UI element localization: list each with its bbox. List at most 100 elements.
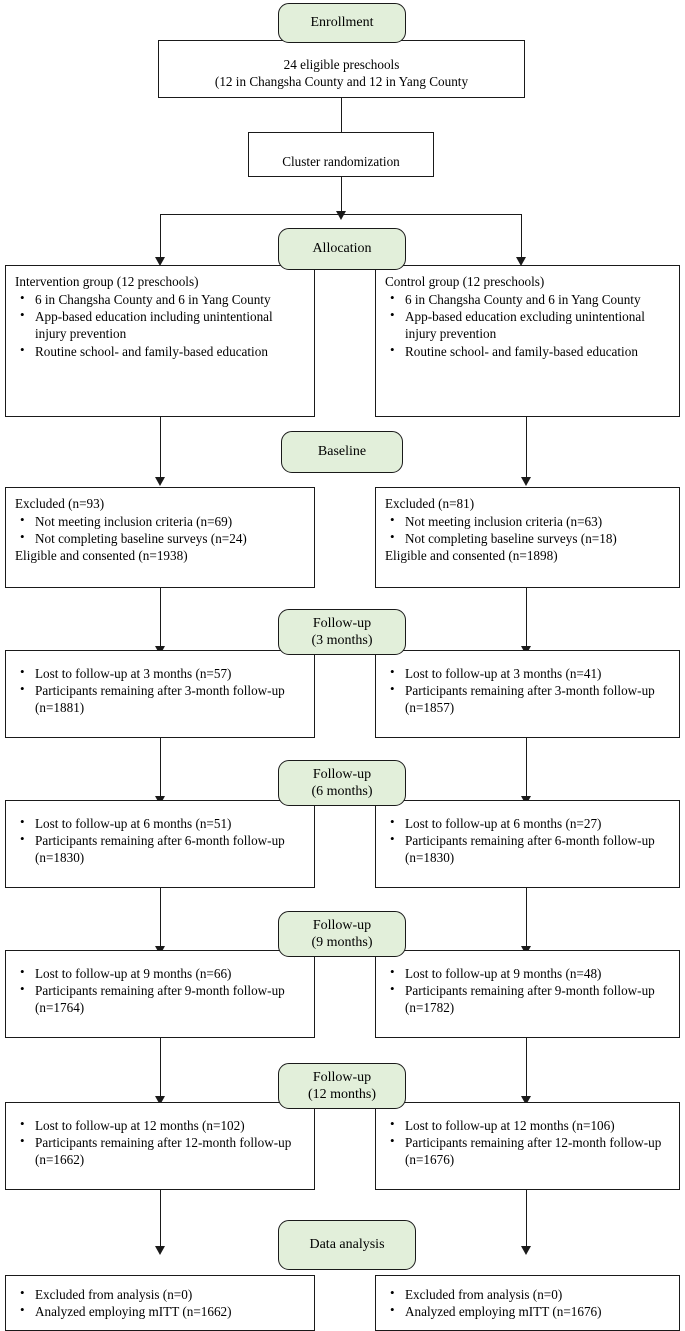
list-item: Analyzed employing mITT (n=1662) bbox=[15, 1302, 305, 1320]
list-item: 6 in Changsha County and 6 in Yang Count… bbox=[385, 290, 670, 308]
list-item: Participants remaining after 3-month fol… bbox=[15, 681, 305, 716]
stage-label-data-analysis-text: Data analysis bbox=[309, 1237, 385, 1253]
connector-fu3-to-fu6-left bbox=[160, 738, 161, 798]
list-item: Participants remaining after 3-month fol… bbox=[385, 681, 670, 716]
baseline-control-lead: Excluded (n=81) bbox=[385, 496, 475, 511]
baseline-intervention-tail: Eligible and consented (n=1938) bbox=[15, 548, 188, 564]
allocation-intervention-box: Intervention group (12 preschools) 6 in … bbox=[5, 265, 315, 417]
stage-label-fu6-line2: (6 months) bbox=[311, 784, 373, 799]
list-item: Participants remaining after 9-month fol… bbox=[385, 981, 670, 1016]
enrollment-box: 24 eligible preschools (12 in Changsha C… bbox=[158, 40, 525, 98]
list-item: Lost to follow-up at 3 months (n=41) bbox=[385, 664, 670, 682]
list-item: Lost to follow-up at 6 months (n=51) bbox=[15, 814, 305, 832]
cluster-randomization-label: Cluster randomization bbox=[282, 153, 400, 169]
analysis-control-bullets: Excluded from analysis (n=0) Analyzed em… bbox=[385, 1285, 670, 1320]
followup-3-control-box: Lost to follow-up at 3 months (n=41) Par… bbox=[375, 650, 680, 738]
stage-label-fu9-line2: (9 months) bbox=[311, 935, 373, 950]
list-item: Analyzed employing mITT (n=1676) bbox=[385, 1302, 670, 1320]
list-item: Not meeting inclusion criteria (n=69) bbox=[15, 512, 305, 530]
followup-9-intervention-box: Lost to follow-up at 9 months (n=66) Par… bbox=[5, 950, 315, 1038]
list-item: Participants remaining after 9-month fol… bbox=[15, 981, 305, 1016]
arrowhead-analysis-left bbox=[155, 1246, 165, 1255]
connector-baseline-to-fu3-left bbox=[160, 588, 161, 648]
analysis-control-box: Excluded from analysis (n=0) Analyzed em… bbox=[375, 1275, 680, 1331]
connector-fu6-to-fu9-right bbox=[526, 888, 527, 948]
connector-fu12-to-analysis-left bbox=[160, 1190, 161, 1248]
followup-6-control-bullets: Lost to follow-up at 6 months (n=27) Par… bbox=[385, 814, 670, 866]
connector-randomization-down bbox=[341, 177, 342, 213]
followup-12-control-bullets: Lost to follow-up at 12 months (n=106) P… bbox=[385, 1116, 670, 1168]
baseline-intervention-box: Excluded (n=93) Not meeting inclusion cr… bbox=[5, 487, 315, 588]
followup-3-intervention-box: Lost to follow-up at 3 months (n=57) Par… bbox=[5, 650, 315, 738]
list-item: Routine school- and family-based educati… bbox=[385, 342, 670, 360]
connector-allocation-to-baseline-left bbox=[160, 417, 161, 479]
split-right-allocation bbox=[521, 214, 522, 260]
list-item: Lost to follow-up at 9 months (n=66) bbox=[15, 964, 305, 982]
arrowhead-allocation-right bbox=[516, 257, 526, 266]
connector-allocation-to-baseline-right bbox=[526, 417, 527, 479]
connector-enrollment-to-randomization bbox=[341, 98, 342, 132]
allocation-control-bullets: 6 in Changsha County and 6 in Yang Count… bbox=[385, 290, 670, 360]
arrowhead-fu12-left bbox=[155, 1096, 165, 1105]
list-item: Not completing baseline surveys (n=18) bbox=[385, 529, 670, 547]
enrollment-line-1: 24 eligible preschools bbox=[283, 56, 400, 72]
arrowhead-baseline-right bbox=[521, 477, 531, 486]
arrowhead-analysis-right bbox=[521, 1246, 531, 1255]
list-item: Lost to follow-up at 12 months (n=106) bbox=[385, 1116, 670, 1134]
list-item: Not completing baseline surveys (n=24) bbox=[15, 529, 305, 547]
allocation-control-lead: Control group (12 preschools) bbox=[385, 274, 545, 289]
list-item: Excluded from analysis (n=0) bbox=[385, 1285, 670, 1303]
list-item: Lost to follow-up at 12 months (n=102) bbox=[15, 1116, 305, 1134]
list-item: App-based education excluding unintentio… bbox=[385, 307, 670, 342]
followup-6-intervention-bullets: Lost to follow-up at 6 months (n=51) Par… bbox=[15, 814, 305, 866]
connector-fu9-to-fu12-left bbox=[160, 1038, 161, 1098]
list-item: Lost to follow-up at 9 months (n=48) bbox=[385, 964, 670, 982]
connector-fu3-to-fu6-right bbox=[526, 738, 527, 798]
list-item: Participants remaining after 12-month fo… bbox=[385, 1133, 670, 1168]
stage-label-fu9-line1: Follow-up bbox=[312, 917, 372, 933]
baseline-intervention-lead: Excluded (n=93) bbox=[15, 496, 105, 511]
enrollment-line-2: (12 in Changsha County and 12 in Yang Co… bbox=[214, 74, 469, 89]
stage-label-followup-9-months: Follow-up (9 months) bbox=[278, 911, 406, 957]
list-item: Not meeting inclusion criteria (n=63) bbox=[385, 512, 670, 530]
stage-label-baseline-text: Baseline bbox=[317, 444, 367, 460]
list-item: Lost to follow-up at 6 months (n=27) bbox=[385, 814, 670, 832]
stage-label-followup-12-months: Follow-up (12 months) bbox=[278, 1063, 406, 1109]
stage-label-allocation: Allocation bbox=[278, 228, 406, 270]
stage-label-baseline: Baseline bbox=[281, 431, 403, 473]
list-item: 6 in Changsha County and 6 in Yang Count… bbox=[15, 290, 305, 308]
stage-label-followup-6-months: Follow-up (6 months) bbox=[278, 760, 406, 806]
allocation-control-box: Control group (12 preschools) 6 in Chang… bbox=[375, 265, 680, 417]
arrowhead-allocation-left bbox=[155, 257, 165, 266]
followup-6-intervention-box: Lost to follow-up at 6 months (n=51) Par… bbox=[5, 800, 315, 888]
list-item: Routine school- and family-based educati… bbox=[15, 342, 305, 360]
list-item: App-based education including unintentio… bbox=[15, 307, 305, 342]
stage-label-fu3-line2: (3 months) bbox=[311, 633, 373, 648]
followup-9-control-bullets: Lost to follow-up at 9 months (n=48) Par… bbox=[385, 964, 670, 1016]
list-item: Participants remaining after 6-month fol… bbox=[385, 831, 670, 866]
connector-fu12-to-analysis-right bbox=[526, 1190, 527, 1248]
followup-6-control-box: Lost to follow-up at 6 months (n=27) Par… bbox=[375, 800, 680, 888]
stage-label-followup-3-months: Follow-up (3 months) bbox=[278, 609, 406, 655]
stage-label-fu6-line1: Follow-up bbox=[312, 766, 372, 782]
split-left-allocation bbox=[160, 214, 161, 260]
followup-9-control-box: Lost to follow-up at 9 months (n=48) Par… bbox=[375, 950, 680, 1038]
connector-fu6-to-fu9-left bbox=[160, 888, 161, 948]
stage-label-data-analysis: Data analysis bbox=[278, 1220, 416, 1270]
arrowhead-baseline-left bbox=[155, 477, 165, 486]
stage-label-enrollment: Enrollment bbox=[278, 3, 406, 43]
baseline-control-bullets: Not meeting inclusion criteria (n=63) No… bbox=[385, 512, 670, 547]
stage-label-fu12-line2: (12 months) bbox=[307, 1087, 377, 1102]
allocation-intervention-lead: Intervention group (12 preschools) bbox=[15, 274, 199, 289]
followup-12-intervention-bullets: Lost to follow-up at 12 months (n=102) P… bbox=[15, 1116, 305, 1168]
followup-3-intervention-bullets: Lost to follow-up at 3 months (n=57) Par… bbox=[15, 664, 305, 716]
list-item: Excluded from analysis (n=0) bbox=[15, 1285, 305, 1303]
arrowhead-randomization-split bbox=[336, 211, 346, 220]
followup-3-control-bullets: Lost to follow-up at 3 months (n=41) Par… bbox=[385, 664, 670, 716]
cluster-randomization-box: Cluster randomization bbox=[248, 132, 434, 177]
followup-12-intervention-box: Lost to follow-up at 12 months (n=102) P… bbox=[5, 1102, 315, 1190]
stage-label-fu12-line1: Follow-up bbox=[312, 1069, 372, 1085]
connector-fu9-to-fu12-right bbox=[526, 1038, 527, 1098]
baseline-intervention-bullets: Not meeting inclusion criteria (n=69) No… bbox=[15, 512, 305, 547]
